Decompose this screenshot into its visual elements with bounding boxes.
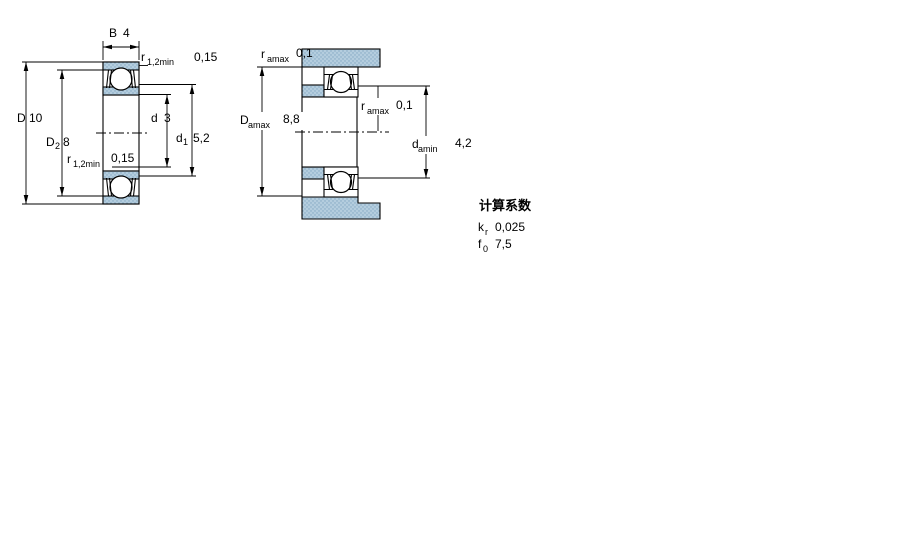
left-top-ring-section <box>102 61 140 96</box>
housing-bottom-block <box>301 196 381 220</box>
shields-bottom <box>326 174 356 190</box>
shaft-body <box>301 96 358 168</box>
left-dimensions: B 4 D 10 D 2 8 <box>17 26 218 205</box>
shields-top <box>326 74 356 90</box>
right-mounting-cross-section <box>295 48 389 220</box>
shaft-shoulder-bottom <box>301 166 325 180</box>
dim-d-symbol: d <box>151 111 158 125</box>
ball-bottom <box>109 175 133 199</box>
shaft-shoulder-top <box>301 84 325 98</box>
factors-heading: 计算系数 <box>479 198 532 213</box>
dim-ra-mid-symbol: r <box>361 99 365 113</box>
factor-kr-symbol: k <box>478 220 485 234</box>
dim-d-value: 3 <box>164 111 171 125</box>
dim-D: D 10 <box>17 61 103 205</box>
dim-r-top: r 1,2min 0,15 <box>139 50 218 67</box>
factor-kr-value: 0,025 <box>495 220 525 234</box>
dim-Da-subscript: amax <box>248 120 271 130</box>
dim-D2-subscript: 2 <box>55 141 60 151</box>
factor-f0-row: f 0 7,5 <box>478 237 512 254</box>
dim-da-symbol: d <box>412 137 419 151</box>
dim-Da: D amax 8,8 <box>237 67 309 197</box>
dim-r-top-subscript: 1,2min <box>147 57 174 67</box>
dim-B-value: 4 <box>123 26 130 40</box>
dim-D2-value: 8 <box>63 135 70 149</box>
factor-f0-symbol: f <box>478 237 482 251</box>
shields-bottom <box>105 177 137 197</box>
dim-ra-top-value: 0,1 <box>296 46 313 60</box>
dim-Da-symbol: D <box>240 113 249 127</box>
calculation-factors: 计算系数 k r 0,025 f 0 7,5 <box>478 198 532 254</box>
dim-ra-top: r amax 0,1 <box>257 46 313 68</box>
ball-bottom <box>329 170 353 194</box>
dim-d1-symbol: d <box>176 131 183 145</box>
left-bottom-ring-section <box>102 170 140 205</box>
dim-D-symbol: D <box>17 111 26 125</box>
dim-r-bottom-value: 0,15 <box>111 151 135 165</box>
dim-da-subscript: amin <box>418 144 438 154</box>
dim-d1-value: 5,2 <box>193 131 210 145</box>
dim-ra-top-symbol: r <box>261 47 265 61</box>
right-bottom-ring-section <box>323 166 359 198</box>
factor-f0-subscript: 0 <box>483 244 488 254</box>
dim-D2: D 2 8 <box>46 69 103 197</box>
factor-f0-value: 7,5 <box>495 237 512 251</box>
housing-top-block <box>301 48 381 68</box>
dim-Da-value: 8,8 <box>283 112 300 126</box>
factor-kr-row: k r 0,025 <box>478 220 525 237</box>
dim-B-symbol: B <box>109 26 117 40</box>
dim-r-top-value: 0,15 <box>194 50 218 64</box>
dim-r-top-symbol: r <box>141 50 145 64</box>
dim-da-value: 4,2 <box>455 136 472 150</box>
dim-ra-mid-subscript: amax <box>367 106 390 116</box>
right-dimensions: r amax 0,1 D amax 8,8 r amax 0,1 <box>237 46 479 197</box>
ball-top <box>109 67 133 91</box>
right-top-ring-section <box>323 66 359 98</box>
dim-r-bottom: r 1,2min 0,15 <box>67 151 135 169</box>
dim-d1-subscript: 1 <box>183 137 188 147</box>
dim-B: B 4 <box>102 26 140 60</box>
dim-ra-top-subscript: amax <box>267 54 290 64</box>
dim-d1: d 1 5,2 <box>139 84 210 177</box>
dim-r-bottom-subscript: 1,2min <box>73 159 100 169</box>
dim-ra-mid-value: 0,1 <box>396 98 413 112</box>
left-bearing-cross-section <box>96 61 147 205</box>
dim-D-value: 10 <box>29 111 43 125</box>
dim-D2-symbol: D <box>46 135 55 149</box>
dim-d: d 3 <box>112 94 171 168</box>
ball-top <box>329 70 353 94</box>
shields-top <box>105 69 137 89</box>
factor-kr-subscript: r <box>485 227 488 237</box>
dim-da: d amin 4,2 <box>358 85 479 179</box>
dim-ra-mid: r amax 0,1 <box>358 86 414 131</box>
dim-r-bottom-symbol: r <box>67 152 71 166</box>
